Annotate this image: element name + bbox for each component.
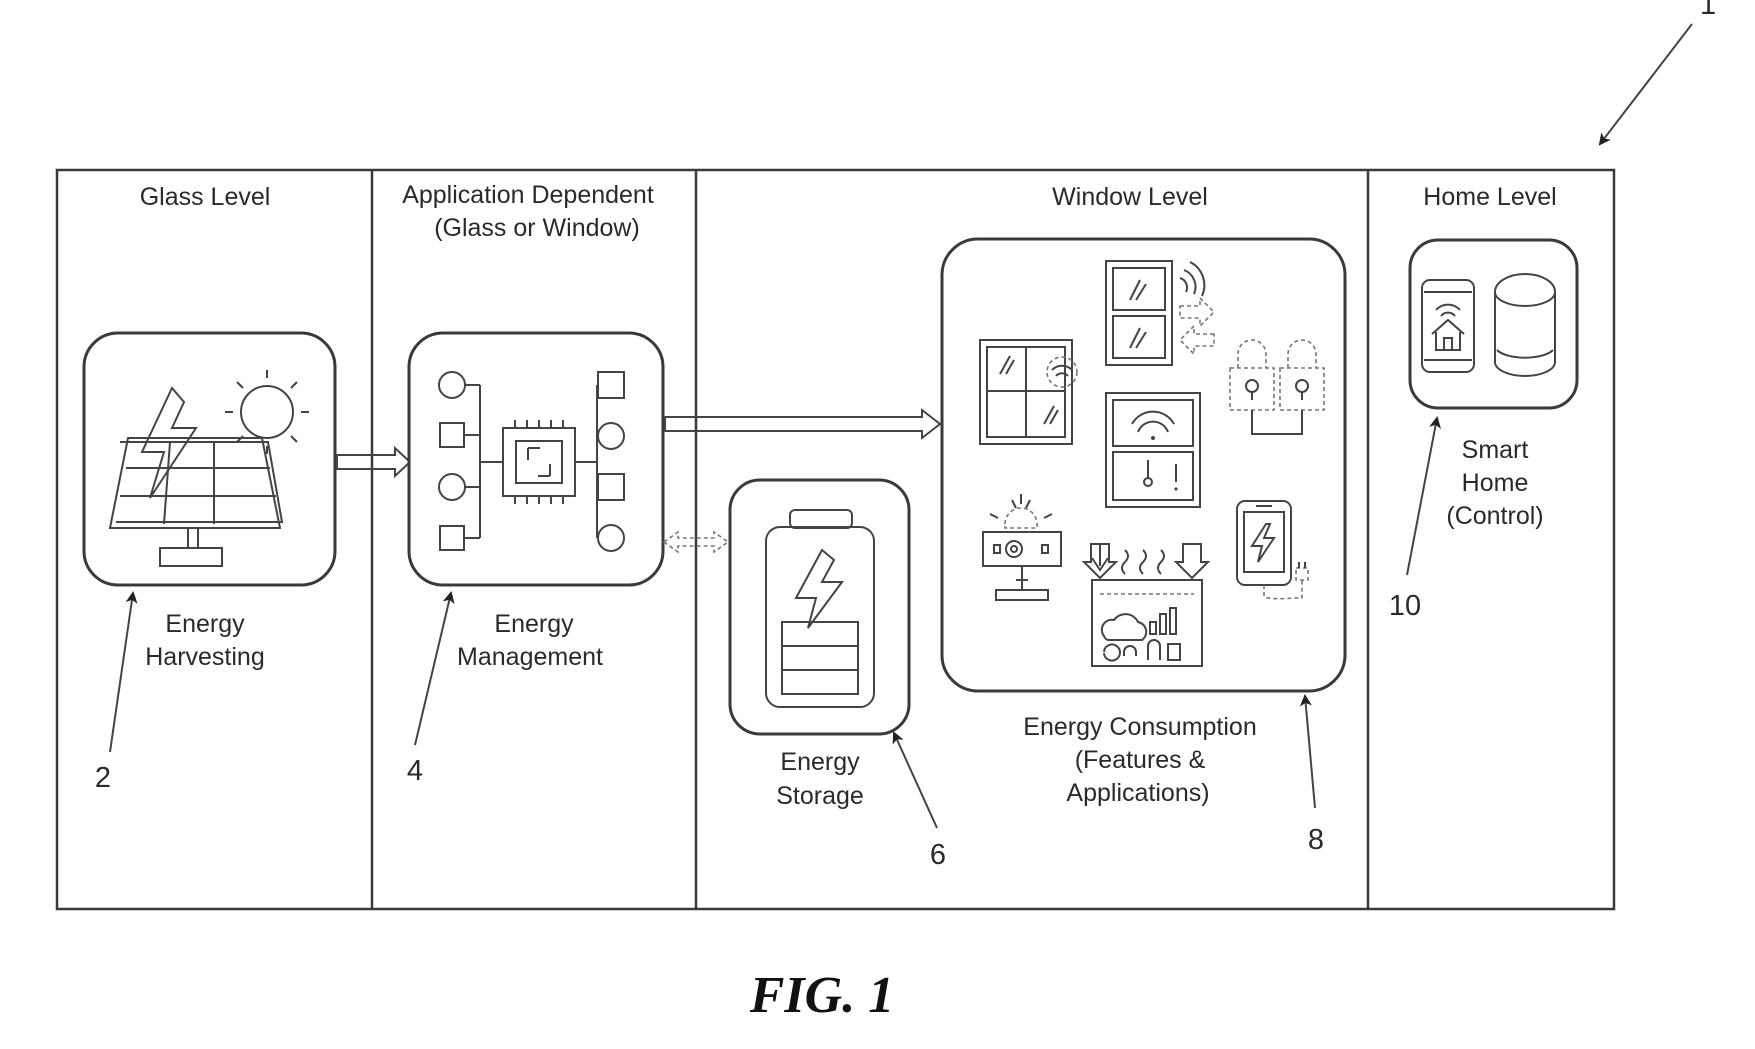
energy-consumption-ref-arrow	[1305, 696, 1315, 808]
energy-harvesting-ref-number: 2	[95, 762, 111, 794]
column-heading-application-dependent-sub: (Glass or Window)	[434, 214, 640, 242]
column-heading-home-level: Home Level	[1423, 183, 1556, 211]
energy-harvesting-label-1: Energy	[165, 610, 245, 638]
energy-management-label-1: Energy	[494, 610, 574, 638]
energy-management-ref-number: 4	[407, 755, 423, 787]
energy-consumption-ref-number: 8	[1308, 824, 1324, 856]
energy-storage-box	[730, 480, 909, 734]
smart-home-box	[1410, 240, 1577, 408]
smart-home-ref-number: 10	[1389, 590, 1421, 622]
figure-ref-number: 1	[1700, 0, 1716, 21]
energy-management-label-2: Management	[457, 643, 603, 671]
figure-reference-arrow: 1	[1600, 0, 1716, 144]
smart-home-label-1: Smart	[1462, 436, 1529, 464]
energy-harvesting-box	[84, 333, 335, 585]
smart-home-ref-arrow	[1407, 418, 1437, 575]
energy-management-box	[409, 333, 663, 585]
energy-storage-ref-arrow	[894, 733, 937, 828]
energy-storage-label-2: Storage	[776, 782, 864, 810]
energy-consumption-label-2: (Features &	[1075, 746, 1206, 774]
smart-home-label-3: (Control)	[1446, 502, 1543, 530]
column-heading-application-dependent: Application Dependent	[402, 181, 654, 209]
management-to-consumption-arrow	[665, 410, 940, 438]
energy-consumption-label-3: Applications)	[1066, 779, 1209, 807]
energy-harvesting-ref-arrow	[110, 593, 133, 752]
energy-consumption-label-1: Energy Consumption	[1023, 713, 1256, 741]
harvest-to-management-arrow	[337, 448, 410, 476]
column-heading-glass-level: Glass Level	[140, 183, 271, 211]
energy-storage-label-1: Energy	[780, 748, 860, 776]
energy-storage-ref-number: 6	[930, 839, 946, 871]
column-heading-window-level: Window Level	[1052, 183, 1208, 211]
figure-caption: FIG. 1	[749, 967, 894, 1024]
energy-consumption-box	[942, 239, 1345, 691]
energy-harvesting-label-2: Harvesting	[145, 643, 265, 671]
smart-home-label-2: Home	[1462, 469, 1529, 497]
energy-management-ref-arrow	[415, 593, 451, 745]
